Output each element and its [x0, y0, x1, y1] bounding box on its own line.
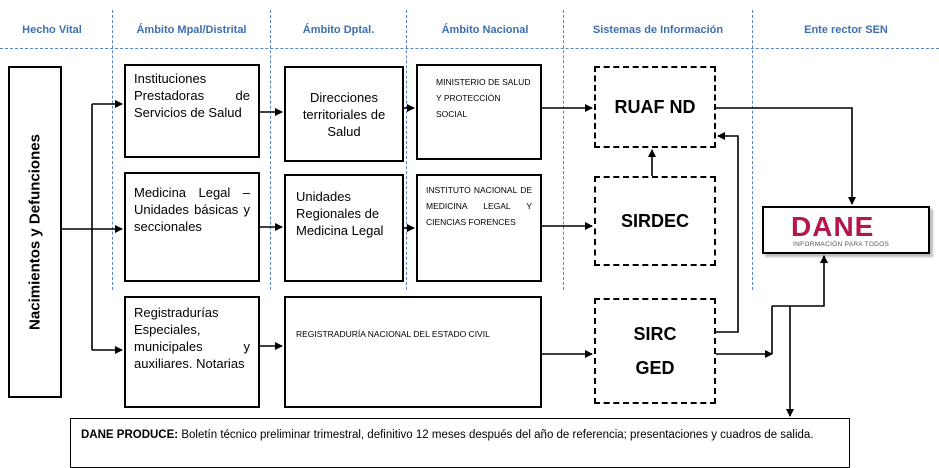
header-ente-rector: Ente rector SEN: [804, 24, 888, 36]
registradurias-box: Registradurías Especiales, municipales y…: [124, 296, 260, 408]
dane-logo: DANE: [791, 211, 875, 242]
medicina-legal-box: Medicina Legal – Unidades básicas y secc…: [124, 172, 260, 282]
ruaf-box: RUAF ND: [594, 66, 716, 148]
column-divider: [112, 10, 113, 290]
header-divider: [0, 48, 939, 49]
column-divider: [270, 10, 271, 290]
dane-tagline: INFORMACIÓN PARA TODOS: [793, 241, 890, 248]
header-ambito-dptal: Ámbito Dptal.: [302, 24, 375, 36]
sirc-ged-box: SIRC GED: [594, 298, 716, 404]
ministerio-box: MINISTERIO DE SALUD Y PROTECCIÓN SOCIAL: [416, 64, 542, 160]
produce-text: Boletín técnico preliminar trimestral, d…: [178, 429, 814, 441]
produce-label: DANE PRODUCE:: [81, 429, 179, 441]
header-sistemas: Sistemas de Información: [592, 24, 724, 36]
sirc-label: SIRC: [633, 324, 677, 344]
arrow-line: [772, 255, 828, 307]
ips-box: Instituciones Prestadoras de Servicios d…: [124, 64, 260, 158]
ruaf-label: RUAF ND: [614, 96, 696, 117]
column-divider: [752, 10, 753, 290]
sirdec-label: SIRDEC: [620, 210, 689, 231]
header-hecho-vital: Hecho Vital: [22, 24, 82, 36]
registraduria-box: REGISTRADURÍA NACIONAL DEL ESTADO CIVIL: [284, 296, 542, 408]
arrow-line: [716, 107, 856, 205]
column-divider: [406, 10, 407, 290]
column-divider: [563, 10, 564, 290]
header-ambito-mpal: Ámbito Mpal/Distrital: [136, 24, 247, 36]
unidades-box: Unidades Regionales de Medicina Legal: [284, 174, 404, 282]
instituto-box: INSTITUTO NACIONAL DE MEDICINA LEGAL Y C…: [416, 174, 542, 282]
dane-box: DANE INFORMACIÓN PARA TODOS: [762, 206, 930, 254]
ged-label: GED: [635, 358, 675, 378]
dane-produce-box: DANE PRODUCE: Boletín técnico preliminar…: [70, 418, 850, 468]
sirdec-box: SIRDEC: [594, 176, 716, 266]
header-ambito-nacional: Ámbito Nacional: [441, 24, 529, 36]
arrow-line: [716, 132, 739, 333]
direcciones-box: Direcciones territoriales de Salud: [284, 66, 404, 162]
hecho-vital-box: Nacimientos y Defunciones: [8, 66, 62, 398]
